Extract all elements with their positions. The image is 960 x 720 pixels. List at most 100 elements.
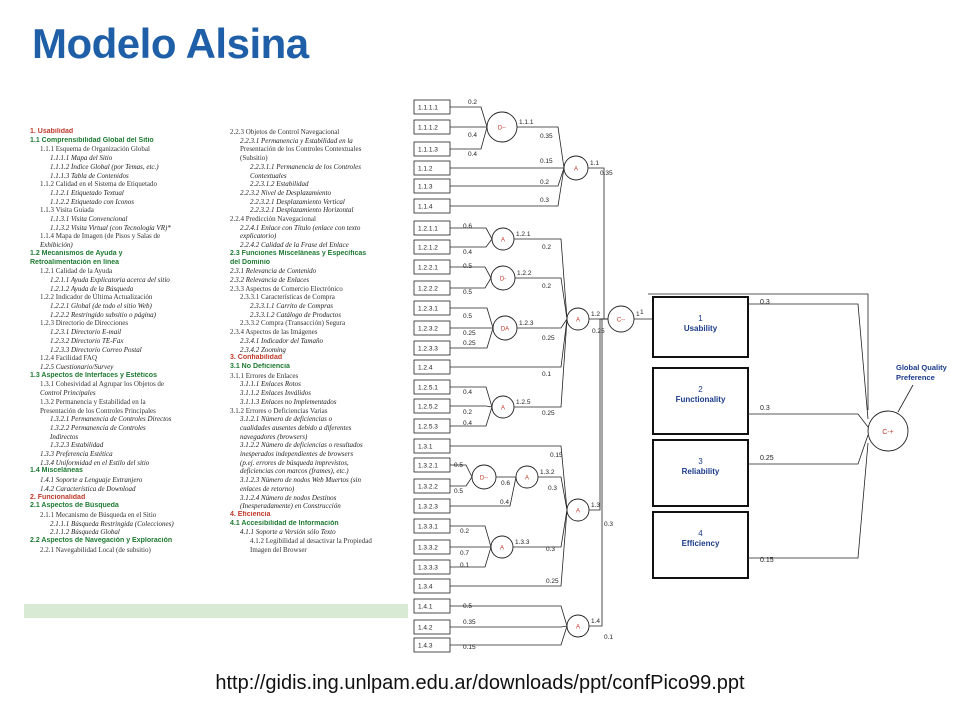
tree-item: 2.1.1.1 Búsqueda Restringida (Coleccione… (50, 519, 174, 528)
tree-item: 2.3.2 Relevancia de Enlaces (230, 275, 310, 284)
tree-item: 1.1.4 Mapa de Imagen (de Pisos y Salas d… (40, 232, 161, 241)
edge-line (515, 277, 568, 320)
edge-weight: 0.3 (548, 485, 557, 492)
tree-item: 3.1.2.1 Número de deficiencias o (240, 415, 333, 424)
edge-line (450, 625, 568, 646)
tree-item: 2.2.3.2 Nivel de Desplazamiento (240, 188, 331, 197)
edge-line (450, 464, 473, 478)
operator-node (515, 465, 539, 489)
tree-item: 2.2.3.2.1 Desplazamiento Horizontal (250, 206, 354, 215)
leaf-label: 1.1.4 (418, 204, 433, 211)
tree-item: 1.1.2.1 Etiquetado Textual (50, 188, 124, 197)
top-connector (648, 293, 869, 410)
tree-item: enlaces de retorno) (240, 484, 295, 493)
tree-item: 3.1.1.3 Enlaces no Implementados (240, 397, 337, 406)
edge-weight: 0.5 (463, 263, 472, 270)
tree-item: 1.3.1 Cohesividad al Agrupar los Objetos… (40, 380, 165, 389)
tree-item: 2.2.3.1 Permanencia y Estabilidad en la (240, 136, 353, 145)
tree-item: 3.1.1 Errores de Enlaces (230, 371, 299, 380)
leaf-box (413, 280, 451, 296)
tree-item: 2.2.4 Predicción Navegacional (230, 215, 316, 224)
characteristic-box (652, 296, 749, 358)
operator-symbol: A (501, 238, 505, 244)
leaf-box (413, 198, 451, 214)
edge-line (450, 238, 493, 248)
tree-item: 1.3.2.1 Permanencia de Controles Directo… (50, 415, 172, 424)
leaf-label: 1.2.4 (418, 365, 433, 372)
tree-item: 3. Confiabilidad (230, 354, 283, 362)
operator-symbol: A (500, 546, 504, 552)
operator-name: 1.2.2 (517, 270, 532, 277)
tree-item: Presentación de los Controles Contextual… (240, 145, 362, 154)
edge-weight: 0.4 (463, 389, 472, 396)
tree-item: 1.2.2 Indicador de Última Actualización (40, 293, 153, 302)
operator-symbol: D-- (480, 476, 488, 482)
characteristic-box (652, 367, 749, 435)
tree-item: 1.4.1 Soporte a Lenguaje Extranjero (40, 476, 143, 485)
edge-weight: 0.2 (460, 528, 469, 535)
leaf-box (413, 300, 451, 316)
leaf-box (413, 160, 451, 176)
edge-weight: 0.1 (604, 634, 613, 641)
tree-footer-bar (24, 604, 408, 618)
tree-item: Presentación de los Controles Principale… (40, 406, 156, 415)
tree-item: 1.2.3.1 Directorio E-mail (50, 328, 122, 337)
tree-item: 1.1 Comprensibilidad Global del Sitio (30, 136, 154, 144)
operator-name: 1.2.3 (519, 320, 534, 327)
edge-line (450, 307, 494, 329)
operator-node (490, 265, 516, 291)
edge-line (517, 126, 565, 169)
tree-item: 3.1.2.3 Número de nodos Web Muertos (sin (240, 476, 362, 485)
operator-node (566, 307, 590, 331)
edge-line (450, 318, 568, 368)
tree-item: 2. Funcionalidad (30, 493, 86, 501)
tree-item: 3.1.2.4 Número de nodos Destinos (240, 493, 337, 502)
tree-item: 4. Eficiencia (230, 510, 271, 518)
operator-symbol: A (576, 509, 580, 515)
edge-line (450, 476, 517, 507)
operator-symbol: C-- (617, 318, 625, 324)
tree-item: 1.2.5 Cuestionario/Survey (40, 362, 114, 371)
edge-weight: 0.25 (463, 330, 476, 337)
edge-weight: 0.5 (463, 289, 472, 296)
characteristic-name: Efficiency (682, 539, 720, 548)
tree-item: Retroalimentación en línea (30, 258, 120, 266)
edge-weight: 0.5 (463, 313, 472, 320)
edge-weight: 0.4 (463, 249, 472, 256)
tree-item: 4.1 Accesibilidad de Información (230, 519, 339, 527)
tree-item: 1.2.3.2 Directorio TE-Fax (50, 336, 124, 345)
tree-item: 2.3.4.1 Indicador del Tamaño (240, 336, 323, 345)
edge-weight: 0.5 (463, 603, 472, 610)
tree-item: 2.3.4.2 Zooming (240, 345, 286, 354)
tree-item: 3.1.1.2 Enlaces Inválidos (240, 389, 311, 398)
tree-item: 1.2.1 Calidad de la Ayuda (40, 267, 113, 276)
operator-symbol: A (525, 476, 529, 482)
operator-name: 1.3.3 (515, 539, 530, 546)
tree-item: Contextuales (250, 171, 287, 180)
tree-item: 2.3.3.1.1 Carrito de Compras (250, 302, 334, 311)
tree-item: 2.3 Funciones Misceláneas y Específicas (230, 249, 367, 257)
leaf-label: 1.4.3 (418, 643, 433, 650)
leaf-label: 1.2.3.2 (418, 326, 438, 333)
tree-item: 1.1.1.3 Tabla de Contenidos (50, 171, 129, 180)
edge-weight: 0.25 (542, 410, 555, 417)
tree-item: deficiencias con marcos (frames), etc.) (240, 467, 349, 476)
leaf-box (413, 340, 451, 356)
tree-item: 1. Usabilidad (30, 128, 74, 135)
operator-symbol: D-- (498, 126, 506, 132)
tree-item: 2.3.3.1.2 Catálogo de Productos (250, 310, 341, 319)
edge-line (450, 445, 568, 511)
tree-item: 2.2.4.1 Enlace con Título (enlace con te… (240, 223, 361, 232)
edge-weight: 0.1 (542, 371, 551, 378)
leaf-box (413, 178, 451, 194)
edge-weight: 0.3 (540, 197, 549, 204)
edge-weight: 0.25 (546, 578, 559, 585)
edge-line (589, 318, 608, 627)
leaf-box (413, 559, 451, 575)
tree-item: (Subsitio) (240, 154, 268, 163)
edge-weight: 0.4 (463, 420, 472, 427)
tree-item: navegadores (browsers) (240, 432, 308, 441)
tree-item: 1.1.3.1 Visita Convencional (50, 215, 128, 224)
